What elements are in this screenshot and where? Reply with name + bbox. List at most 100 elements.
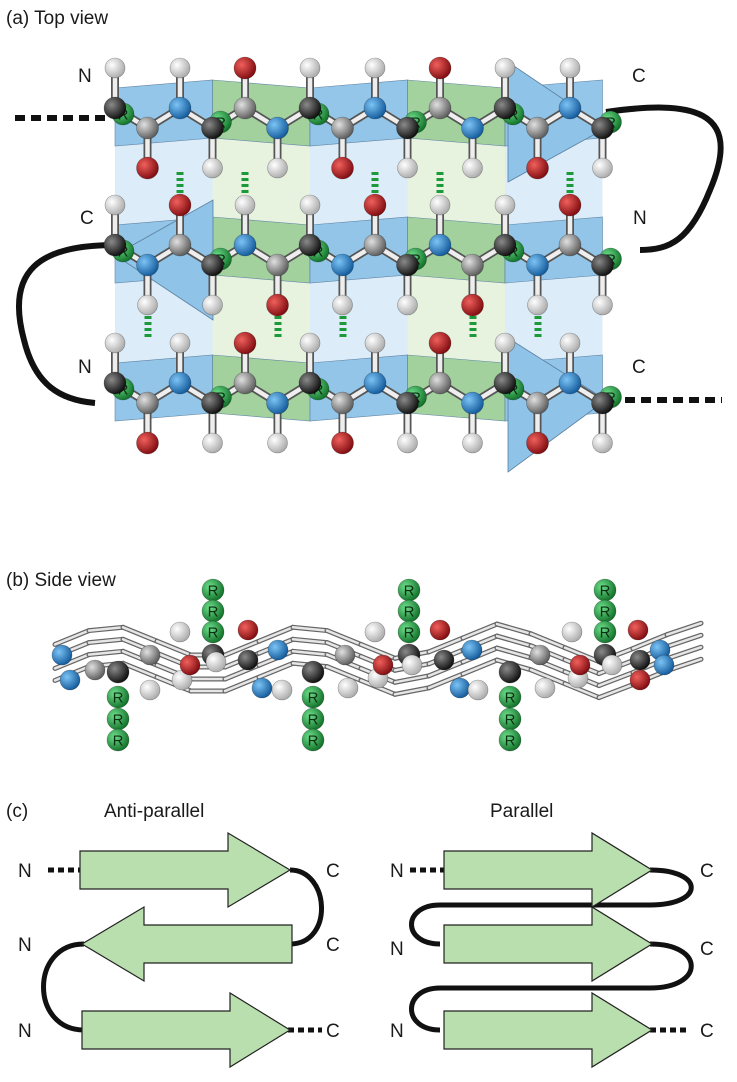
side-chain-atom: R [498, 707, 522, 731]
side-chain-atom: R [397, 599, 421, 623]
oxygen-atom [136, 156, 159, 180]
hydrogen-atom [299, 57, 321, 79]
hydrogen-atom [462, 157, 483, 179]
oxygen-atom [526, 156, 549, 180]
alpha-carbon-atom [103, 233, 127, 257]
beta-strand-arrow [80, 905, 293, 983]
side-chain-label: R [404, 604, 415, 621]
side-view-bond-highlight [257, 626, 295, 643]
c-terminus-label: C [326, 935, 340, 956]
alpha-carbon-atom [201, 253, 224, 277]
panel-a-caption: (a) Top view [6, 8, 108, 29]
hydrogen-atom [337, 677, 359, 699]
side-view-bond-highlight [291, 626, 329, 632]
alpha-carbon-atom [396, 116, 419, 140]
side-view-bond-highlight [87, 650, 125, 656]
side-view-bond-highlight [461, 622, 499, 640]
n-terminus-label: N [18, 935, 32, 956]
alpha-carbon-atom [629, 649, 651, 671]
side-chain-atom: R [498, 728, 522, 752]
oxygen-atom [569, 654, 591, 676]
panel-b-caption: (b) Side view [6, 570, 116, 591]
side-view-bond-highlight [393, 674, 431, 684]
hydrogen-bonds [144, 172, 574, 340]
side-chain-label: R [113, 712, 124, 729]
oxygen-atom [627, 619, 649, 641]
strand1-n-label: N [78, 66, 92, 87]
oxygen-atom [331, 431, 354, 455]
side-view-bond-highlight [563, 646, 601, 663]
n-terminus-label: N [390, 861, 404, 882]
side-view-bond-highlight [291, 650, 329, 656]
n-terminus-label: N [18, 1021, 32, 1042]
hydrogen-atom [397, 294, 418, 316]
side-view-bond-highlight [325, 629, 363, 646]
side-view-bond-highlight [563, 682, 601, 699]
alpha-carbon-atom [103, 371, 127, 395]
hydrogen-atom [104, 332, 126, 354]
carbonyl-carbon-atom [84, 659, 106, 681]
strand3-c-label: C [632, 357, 646, 378]
side-chain-atom: R [498, 685, 522, 709]
side-view-bond-highlight [87, 638, 125, 644]
c-terminus-label: C [700, 1021, 714, 1042]
side-chain-atom: R [106, 685, 130, 709]
beta-strand-arrow [443, 831, 654, 909]
nitrogen-atom [331, 253, 354, 277]
beta-strand-arrow [443, 905, 654, 983]
side-chain-atom: R [593, 620, 617, 644]
carbonyl-carbon-atom [526, 116, 549, 140]
carbonyl-carbon-atom [461, 253, 484, 277]
strand-loop [605, 104, 724, 253]
carbonyl-carbon-atom [428, 96, 452, 120]
parallel-loop-2 [409, 941, 694, 1033]
strand-loop [16, 242, 116, 406]
c-terminus-label: C [326, 861, 340, 882]
nitrogen-atom [461, 391, 484, 415]
hydrogen-atom [205, 651, 227, 673]
antiparallel-title: Anti-parallel [104, 801, 204, 822]
side-chain-label: R [404, 625, 415, 642]
alpha-carbon-atom [298, 233, 322, 257]
side-chain-label: R [505, 712, 516, 729]
alpha-carbon-atom [433, 649, 455, 671]
nitrogen-atom [363, 96, 387, 120]
hydrogen-atom [397, 157, 418, 179]
carbonyl-carbon-atom [331, 391, 354, 415]
hydrogen-atom [104, 57, 126, 79]
antiparallel-diagram: N C N C N C [18, 831, 340, 1069]
side-chain-atom: R [593, 578, 617, 602]
hydrogen-atom [202, 432, 223, 454]
alpha-carbon-atom [591, 116, 614, 140]
hydrogen-atom [271, 679, 293, 701]
hydrogen-atom [202, 294, 223, 316]
hydrogen-atom [592, 432, 613, 454]
hydrogen-atom [234, 194, 256, 216]
side-chain-label: R [600, 583, 611, 600]
c-terminus-label: C [700, 861, 714, 882]
hydrogen-atom [494, 194, 516, 216]
hydrogen-atom [169, 57, 191, 79]
beta-strand-arrow [81, 991, 292, 1069]
alpha-carbon-atom [591, 253, 614, 277]
nitrogen-atom [461, 116, 484, 140]
alpha-carbon-atom [493, 233, 517, 257]
side-view-bond-highlight [597, 671, 635, 687]
alpha-carbon-atom [106, 660, 130, 684]
hydrogen-atom [299, 194, 321, 216]
side-view-bond-highlight [325, 665, 363, 682]
side-chain-atom: R [397, 620, 421, 644]
beta-strand-arrow [79, 831, 292, 909]
alpha-carbon-atom [201, 391, 224, 415]
hydrogen-atom [397, 432, 418, 454]
hydrogen-atom [534, 677, 556, 699]
nitrogen-atom [51, 644, 73, 666]
hydrogen-atom [559, 332, 581, 354]
nitrogen-atom [266, 391, 289, 415]
nitrogen-atom [558, 371, 582, 395]
nitrogen-atom [428, 233, 452, 257]
side-view-bond-highlight [155, 639, 193, 657]
c-terminus-label: C [326, 1021, 340, 1042]
side-chain-label: R [208, 604, 219, 621]
